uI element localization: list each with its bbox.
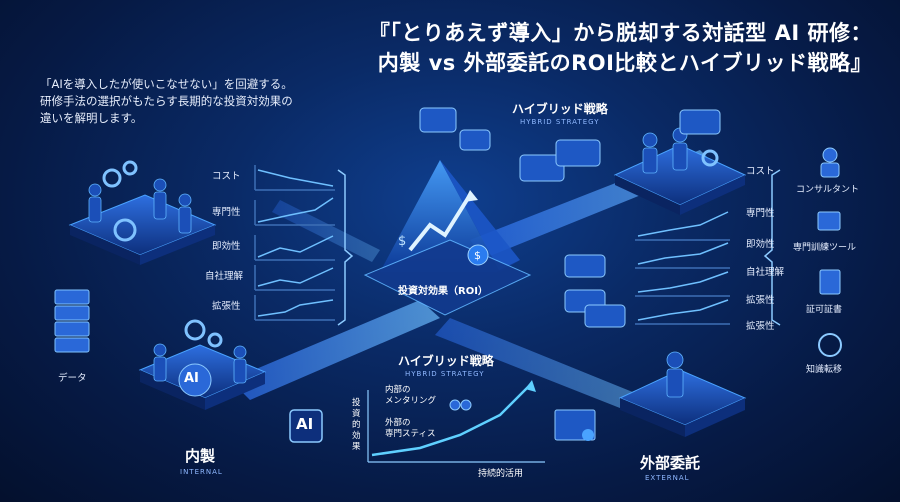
internal-label: 内製	[185, 447, 216, 465]
bottom-chart	[367, 380, 545, 463]
certificate-label: 証可証書	[806, 305, 843, 315]
right-metric-label: 拡張性	[746, 295, 775, 306]
ylabel-char: 果	[352, 442, 361, 452]
training-tool-label: 専門訓練ツール	[793, 243, 857, 253]
hybrid-bottom-sub: HYBRID STRATEGY	[405, 370, 485, 378]
roi-label: 投資対効果（ROI）	[398, 286, 488, 297]
right-metric-label: 自社理解	[746, 267, 785, 278]
right-metric-label: 専門性	[746, 208, 775, 219]
intro-line-2: 研修手法の選択がもたらす長期的な投資対効果の	[40, 94, 293, 108]
ylabel-char: 投	[352, 398, 361, 408]
ai-chip-icon	[289, 409, 323, 443]
intro-line-1: 「AIを導入したが使いこなせない」を回避する。	[40, 77, 293, 91]
consultant-label: コンサルタント	[796, 185, 860, 195]
svg-text:$: $	[474, 249, 481, 262]
external-sub: EXTERNAL	[645, 474, 690, 482]
bottom-chart-ylabel: 投 資 的 効 果	[352, 398, 362, 453]
left-metric-label: 自社理解	[205, 271, 244, 282]
bottom-chart-xlabel: 持続的活用	[478, 469, 524, 479]
ann-line: 専門スティス	[385, 429, 436, 439]
right-metric-charts	[635, 169, 781, 326]
ylabel-char: 的	[352, 420, 361, 430]
left-metric-label: 即効性	[212, 241, 241, 252]
right-icon-shapes	[817, 147, 842, 357]
annotation-internal-mentoring: 内部の メンタリング	[385, 385, 436, 407]
ann-line: 内部の	[385, 385, 411, 395]
ann-line: 外部の	[385, 418, 411, 428]
ai-chip-text: AI	[296, 415, 314, 433]
internal-sub: INTERNAL	[180, 468, 223, 476]
server-icon	[54, 289, 90, 353]
ann-line: メンタリング	[385, 396, 437, 406]
annotation-external-expertise: 外部の 専門スティス	[385, 418, 436, 440]
gear-decorations	[102, 149, 719, 348]
title-line-2: 内製 vs 外部委託のROI比較とハイブリッド戦略』	[377, 51, 872, 75]
hybrid-top-label: ハイブリッド戦略	[512, 102, 608, 116]
right-metric-label: 即効性	[746, 239, 775, 250]
hybrid-bottom-label: ハイブリッド戦略	[398, 354, 494, 368]
left-metric-label: コスト	[212, 171, 241, 182]
svg-text:$: $	[398, 234, 406, 249]
page-title: 『「とりあえず導入」から脱却する対話型 AI 研修： 内製 vs 外部委託のRO…	[369, 18, 872, 78]
left-metric-charts	[254, 165, 354, 326]
chat-bubbles	[419, 107, 721, 328]
roi-pyramid: $ $	[363, 160, 532, 316]
people-figures	[88, 127, 688, 398]
intro-line-3: 違いを解明します。	[40, 111, 143, 125]
title-line-1: 『「とりあえず導入」から脱却する対話型 AI 研修：	[368, 21, 872, 45]
certificate-icon	[554, 409, 596, 441]
ylabel-char: 効	[352, 431, 361, 441]
hybrid-top-sub: HYBRID STRATEGY	[520, 118, 600, 126]
right-metric-label: 拡張性	[746, 321, 775, 332]
right-metric-label: コスト	[746, 166, 775, 177]
ylabel-char: 資	[352, 409, 361, 419]
external-label: 外部委託	[640, 454, 701, 472]
ai-badge-icon	[178, 363, 212, 397]
left-metric-label: 専門性	[212, 207, 241, 218]
left-metric-label: 拡張性	[212, 301, 241, 312]
intro-text: 「AIを導入したが使いこなせない」を回避する。 研修手法の選択がもたらす長期的な…	[40, 76, 293, 127]
data-label: データ	[58, 373, 87, 384]
knowledge-transfer-label: 知識転移	[806, 365, 843, 375]
ai-badge-text: AI	[184, 371, 199, 386]
